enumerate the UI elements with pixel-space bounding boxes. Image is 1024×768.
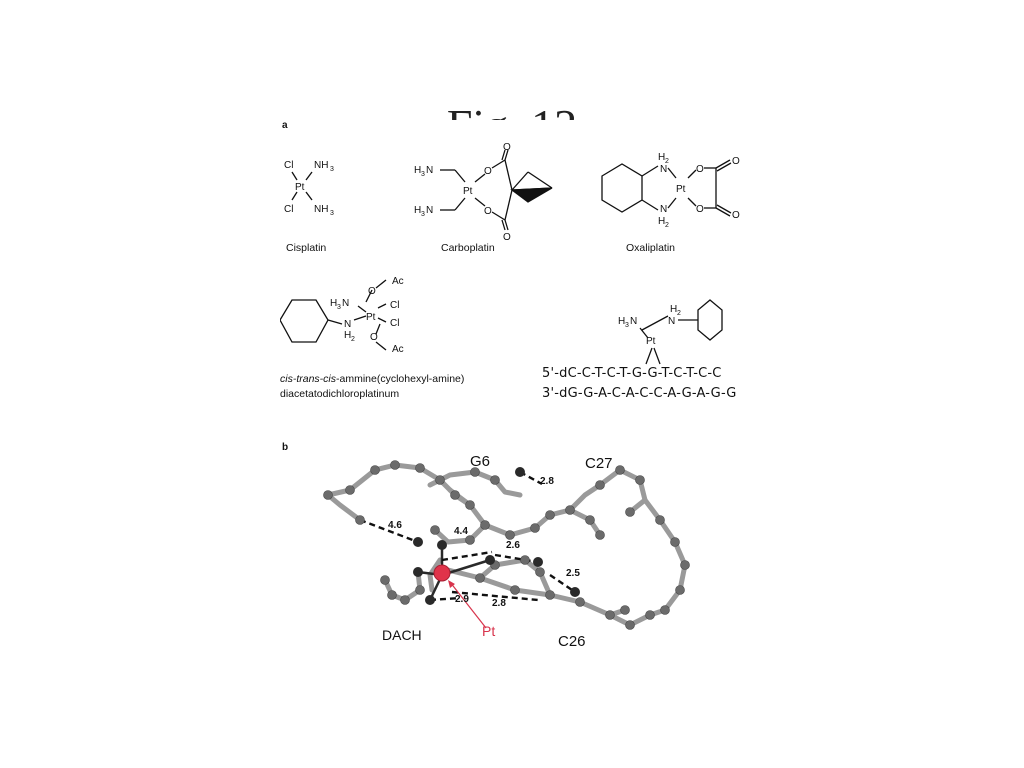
cisplatin-sub3-bottom: 3	[330, 210, 334, 217]
dna-sub2: 2	[677, 310, 681, 317]
complex-cl1: Cl	[390, 300, 399, 311]
complex-caption-line2: diacetatodichloroplatinum	[280, 388, 400, 400]
carboplatin-caption: Carboplatin	[441, 242, 495, 254]
complex-n: N	[344, 319, 351, 330]
cisplatin-cl-top: Cl	[284, 160, 293, 171]
cisplatin-nh3-bottom: NH	[314, 204, 328, 215]
dna-h3n-n: N	[630, 316, 637, 327]
distance-label: 2.8	[492, 598, 506, 609]
carboplatin-sub3-top: 3	[421, 171, 425, 178]
panel-b-3d-structure: G6 C27 C26 DACH Pt 2.8 4.6 4.4 2.6 2.5 2…	[323, 453, 690, 650]
complex-h3n-n: N	[342, 298, 349, 309]
oxaliplatin-h-top: H	[658, 152, 665, 163]
oxaliplatin-o1: O	[696, 164, 704, 175]
oxaliplatin-caption: Oxaliplatin	[626, 242, 676, 254]
panel-b-letter: b	[282, 442, 289, 453]
complex-sub2: 2	[351, 336, 355, 343]
label-pt: Pt	[482, 623, 495, 639]
pt-atom	[433, 564, 451, 582]
carboplatin-o1: O	[484, 166, 492, 177]
dna-pt: Pt	[646, 336, 656, 347]
dna-strand-2: 3'-dG-G-A-C-A-C-C-A-G-A-G-G	[542, 386, 737, 401]
figure: a	[280, 120, 744, 650]
distance-label: 2.9	[455, 594, 469, 605]
complex-cl2: Cl	[390, 318, 399, 329]
oxaliplatin-sub2-bottom: 2	[665, 222, 669, 229]
dna-sub3: 3	[625, 322, 629, 329]
oxaliplatin-o4: O	[732, 210, 740, 221]
complex-caption-line1: cis-trans-cis-ammine(cyclohexyl-amine)	[280, 373, 464, 385]
carboplatin-h-top: H	[414, 165, 421, 176]
carboplatin-pt: Pt	[463, 186, 473, 197]
carboplatin-sub3-bottom: 3	[421, 211, 425, 218]
dna-n: N	[668, 316, 675, 327]
carboplatin-o4: O	[503, 232, 511, 243]
complex-o-top: O	[368, 286, 376, 297]
dna-strand-1: 5'-dC-C-T-C-T-G-G-T-C-T-C-C	[542, 366, 722, 381]
complex-sub3: 3	[337, 304, 341, 311]
dna-h3n-h: H	[618, 316, 625, 327]
carboplatin-h-bottom: H	[414, 205, 421, 216]
complex-h3n-h: H	[330, 298, 337, 309]
distance-label: 2.5	[566, 568, 580, 579]
carboplatin-o3: O	[503, 142, 511, 153]
complex-o-bottom: O	[370, 332, 378, 343]
cisplatin-cl-bottom: Cl	[284, 204, 293, 215]
oxaliplatin-n-bottom: N	[660, 204, 667, 215]
distance-label: 2.8	[540, 476, 554, 487]
complex-caption-rest: -ammine(cyclohexyl-amine)	[336, 373, 465, 385]
complex-h2-h: H	[344, 330, 351, 341]
label-c27: C27	[585, 455, 613, 472]
distance-label: 2.6	[506, 540, 520, 551]
panel-a-letter: a	[282, 120, 288, 131]
complex-ac-top: Ac	[392, 276, 404, 287]
distance-label: 4.6	[388, 520, 402, 531]
complex-ac-bottom: Ac	[392, 344, 404, 355]
complex-caption-prefix: cis-trans-cis	[280, 373, 337, 385]
panel-a-structures: Cl NH 3 Pt Cl NH 3 H 3 N Pt H 3 N O O O …	[280, 142, 740, 365]
cisplatin-sub3-top: 3	[330, 166, 334, 173]
cisplatin-caption: Cisplatin	[286, 242, 327, 254]
carboplatin-n-bottom: N	[426, 205, 433, 216]
label-c26: C26	[558, 633, 586, 650]
cisplatin-nh3-top: NH	[314, 160, 328, 171]
label-dach: DACH	[382, 627, 422, 643]
oxaliplatin-o2: O	[696, 204, 704, 215]
oxaliplatin-n-top: N	[660, 164, 667, 175]
oxaliplatin-o3: O	[732, 156, 740, 167]
cisplatin-pt: Pt	[295, 182, 305, 193]
slide-title: Fig. 12	[0, 100, 1024, 122]
carboplatin-o2: O	[484, 206, 492, 217]
label-g6: G6	[470, 453, 490, 470]
oxaliplatin-pt: Pt	[676, 184, 686, 195]
oxaliplatin-h-bottom: H	[658, 216, 665, 227]
dna-h2-h: H	[670, 304, 677, 315]
distance-label: 4.4	[454, 526, 468, 537]
oxaliplatin-sub2-top: 2	[665, 158, 669, 165]
complex-pt: Pt	[366, 312, 376, 323]
carboplatin-n-top: N	[426, 165, 433, 176]
